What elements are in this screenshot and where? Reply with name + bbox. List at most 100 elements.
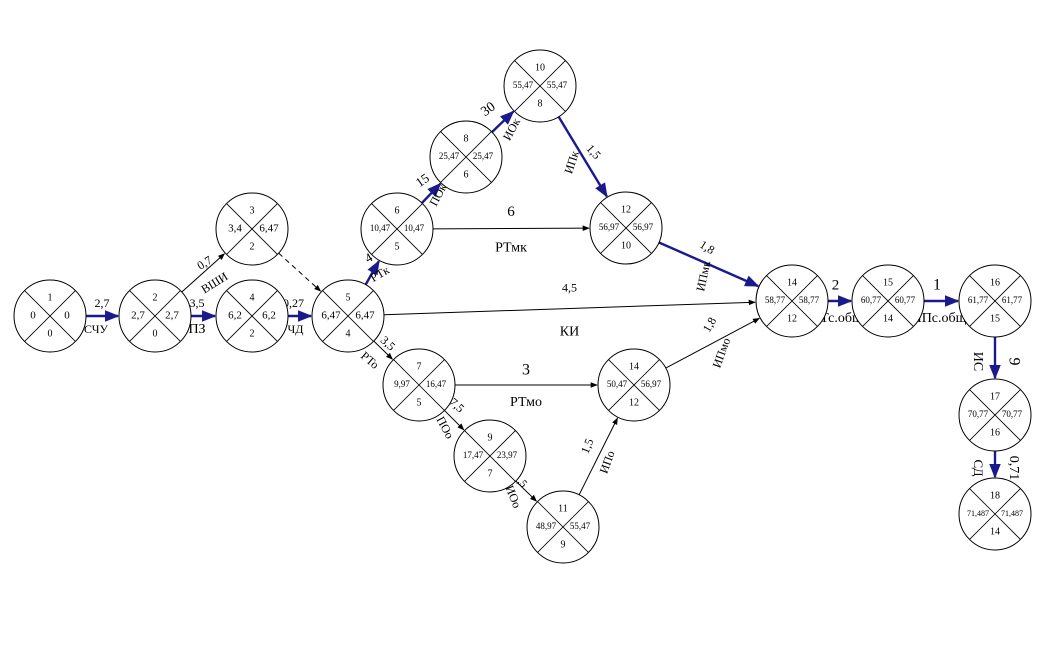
event-early-time: 48,97 xyxy=(536,521,557,531)
event-reserve: 12 xyxy=(629,397,639,408)
event-number: 14 xyxy=(787,277,797,288)
edge-duration-label: 1,5 xyxy=(583,141,603,162)
event-late-time: 55,47 xyxy=(570,521,591,531)
event-divider xyxy=(608,359,660,411)
event-divider xyxy=(969,488,1021,540)
event-early-time: 6,2 xyxy=(228,310,242,322)
event-late-time: 61,77 xyxy=(1002,295,1023,305)
event-late-time: 25,47 xyxy=(473,151,494,161)
edge-arrow xyxy=(658,241,760,288)
event-early-time: 9,97 xyxy=(394,379,410,389)
event-reserve: 6 xyxy=(464,169,469,180)
edge-name-label: РТмо xyxy=(510,395,542,410)
edge-name-label: РТмк xyxy=(495,241,527,256)
event-early-time: 17,47 xyxy=(463,450,484,460)
edge-duration-label: 0,7 xyxy=(194,253,214,273)
event-early-time: 55,47 xyxy=(513,80,534,90)
edge-duration-label: 15 xyxy=(413,170,432,190)
event-reserve: 2 xyxy=(250,328,255,339)
edge-arrow xyxy=(665,317,760,369)
edge-name-label: ЧД xyxy=(288,322,304,336)
event-late-time: 6,2 xyxy=(262,310,276,322)
edge-name-label: ИС xyxy=(970,352,985,371)
event-early-time: 61,77 xyxy=(968,295,989,305)
event-number: 9 xyxy=(488,432,493,443)
event-divider xyxy=(24,290,76,342)
edge-arrow xyxy=(578,417,618,496)
edge: 4,5КИ xyxy=(383,280,756,340)
event-reserve: 4 xyxy=(346,328,351,339)
event-early-time: 60,77 xyxy=(861,295,882,305)
edge-name-label: КИ xyxy=(560,325,579,340)
event-divider xyxy=(514,60,566,112)
edge-duration-label: 30 xyxy=(478,99,498,119)
edge xyxy=(278,252,322,292)
event-late-time: 56,97 xyxy=(633,222,654,232)
event-number: 12 xyxy=(621,204,631,215)
edge-name-label: ИПмк xyxy=(693,259,713,292)
edge-arrow xyxy=(181,253,225,293)
event-reserve: 14 xyxy=(883,313,893,324)
event-reserve: 0 xyxy=(153,328,158,339)
event-reserve: 5 xyxy=(395,241,400,252)
event-early-time: 2,7 xyxy=(131,310,145,322)
event-reserve: 8 xyxy=(538,98,543,109)
edge-arrow xyxy=(515,480,537,502)
event-divider xyxy=(226,290,278,342)
event-late-time: 58,77 xyxy=(799,295,820,305)
event-late-time: 71,487 xyxy=(1001,509,1023,518)
event-reserve: 9 xyxy=(561,539,566,550)
event-divider xyxy=(322,290,374,342)
event-early-time: 71,487 xyxy=(967,509,989,518)
edge-duration-label: 0,27 xyxy=(283,296,304,310)
event-reserve: 14 xyxy=(990,526,1000,537)
event-number: 7 xyxy=(417,361,422,372)
event-divider xyxy=(440,131,492,183)
event-reserve: 5 xyxy=(417,397,422,408)
event-late-time: 10,47 xyxy=(404,223,425,233)
event-late-time: 60,77 xyxy=(895,295,916,305)
edge-name-label: ИПс.общ xyxy=(912,311,967,326)
edge-arrow xyxy=(364,259,380,286)
event-reserve: 10 xyxy=(621,240,631,251)
edge-name-label: ИПмо xyxy=(710,336,734,370)
edge-duration-label: 6 xyxy=(507,204,515,220)
event-reserve: 12 xyxy=(787,313,797,324)
event-early-time: 10,47 xyxy=(370,223,391,233)
edge: 9ИС xyxy=(970,337,1022,380)
edge-duration-label: 1,8 xyxy=(697,237,717,257)
event-number: 3 xyxy=(250,205,255,216)
event-late-time: 2,7 xyxy=(165,310,179,322)
event-divider xyxy=(226,203,278,255)
event-divider xyxy=(862,275,914,327)
event-divider xyxy=(371,203,423,255)
event-late-time: 23,97 xyxy=(497,450,518,460)
event-divider xyxy=(969,275,1021,327)
edge-arrow xyxy=(557,116,608,198)
edge-duration-label: 2,7 xyxy=(95,296,110,310)
edge-arrow xyxy=(421,182,442,204)
edge-name-label: ИПк xyxy=(561,149,582,176)
edge-arrow xyxy=(491,110,515,133)
event-late-time: 0 xyxy=(64,310,70,322)
event-reserve: 7 xyxy=(488,468,493,479)
event-reserve: 15 xyxy=(990,313,1000,324)
event-node: 9 17,47 23,97 7 xyxy=(453,419,527,493)
edge-arrow xyxy=(383,299,756,316)
edge-name-label: РТк xyxy=(368,263,392,285)
edge: 3,5ПЗ xyxy=(188,296,217,337)
event-divider xyxy=(600,202,652,254)
